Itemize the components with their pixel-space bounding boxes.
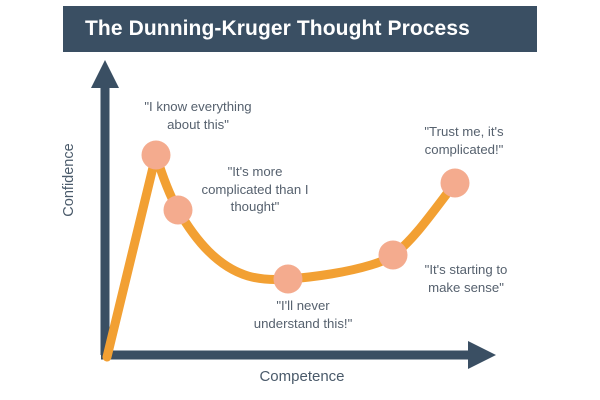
annotation-peak: "I know everything about this" (144, 99, 252, 132)
marker-decline (163, 195, 193, 225)
marker-peak (141, 140, 171, 170)
marker-trough (273, 264, 303, 294)
marker-recovery (378, 240, 408, 270)
y-axis-arrow-icon (91, 60, 119, 88)
annotation-decline: "It's more complicated than I thought" (201, 164, 309, 214)
page-title: The Dunning-Kruger Thought Process (85, 17, 470, 40)
title-bar: The Dunning-Kruger Thought Process (63, 6, 537, 52)
marker-mastery (440, 168, 470, 198)
y-axis-label: Confidence (61, 143, 77, 217)
x-axis-label: Competence (259, 368, 345, 385)
annotation-mastery: "Trust me, it's complicated!" (424, 124, 504, 157)
annotation-trough: "I'll never understand this!" (253, 298, 353, 331)
annotation-recovery: "It's starting to make sense" (424, 262, 508, 295)
x-axis-arrow-icon (468, 341, 496, 369)
